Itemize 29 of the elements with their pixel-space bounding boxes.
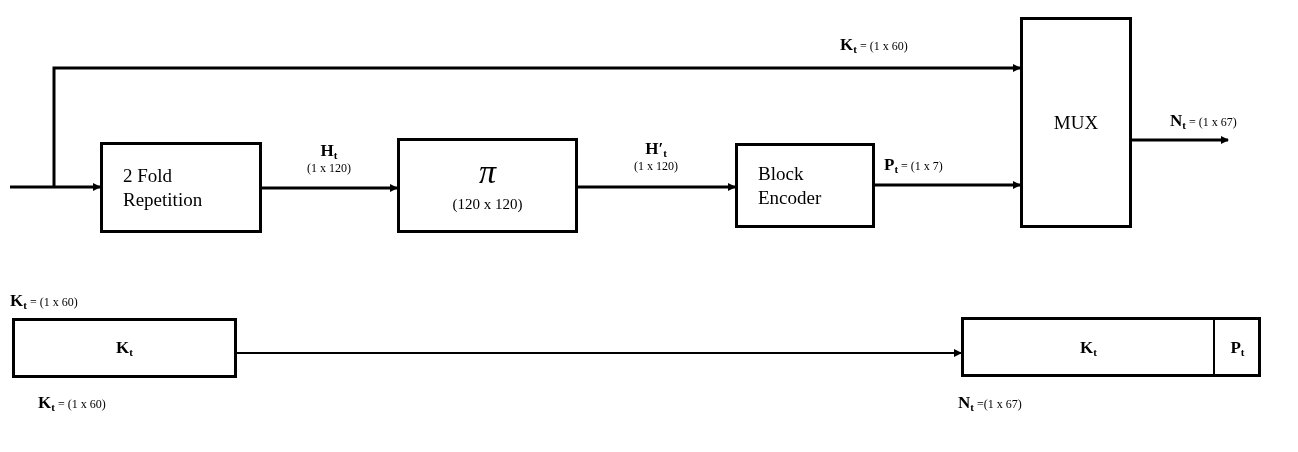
arrow xyxy=(10,183,101,191)
box-label: K$_{t}$ xyxy=(116,337,133,359)
process-box xyxy=(397,138,578,233)
edge-label: K$_{t}$ = (1 x 60) xyxy=(840,34,908,56)
process-box xyxy=(1020,17,1132,228)
box-label: MUX xyxy=(1052,110,1100,135)
process-box xyxy=(12,318,237,378)
edge-label: P$_{t}$ = (1 x 7) xyxy=(884,154,943,176)
box-label: K$_{t}$ xyxy=(1080,337,1097,359)
arrow xyxy=(52,64,1021,187)
edge-label: N$_{t}$ = (1 x 67) xyxy=(1170,110,1237,132)
edge-label: H′$_{t}$ (1 x 120) xyxy=(633,138,679,175)
size-caption: K$_{t}$ = (1 x 60) xyxy=(38,392,106,414)
process-box xyxy=(100,142,262,233)
edge-label: H$_{t}$ (1 x 120) xyxy=(306,140,352,177)
box-label: P$_{t}$ xyxy=(1230,337,1245,359)
pi-symbol: π xyxy=(478,155,496,190)
box-label: 2 Fold Repetition xyxy=(122,163,204,212)
box-label: Block Encoder xyxy=(757,161,823,210)
process-box xyxy=(735,143,875,228)
size-caption: K$_{t}$ = (1 x 60) xyxy=(10,290,78,312)
size-caption: N$_{t}$ =(1 x 67) xyxy=(958,392,1022,414)
arrow xyxy=(578,183,736,191)
box-label: (120 x 120) xyxy=(452,195,523,215)
frame-box xyxy=(961,317,1261,377)
arrow xyxy=(236,349,962,357)
arrow xyxy=(1132,136,1229,144)
arrow xyxy=(262,184,398,192)
arrow xyxy=(875,181,1021,189)
